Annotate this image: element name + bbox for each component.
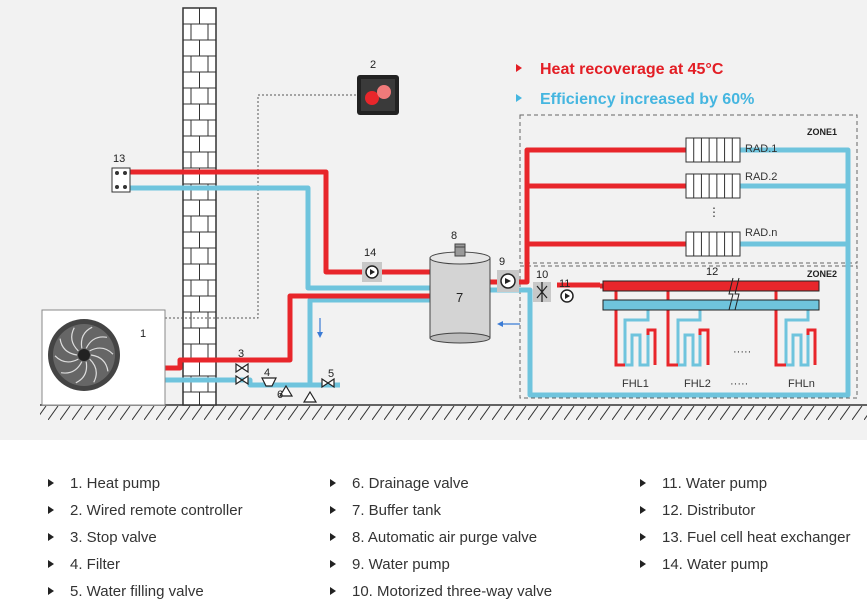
label-12: 12 <box>706 266 718 278</box>
fuel-cell-heat-exchanger <box>111 167 131 193</box>
label-14: 14 <box>364 247 376 259</box>
legend-item: 12. Distributor <box>640 497 755 524</box>
legend-item: 5. Water filling valve <box>48 578 204 605</box>
radiator-1 <box>685 137 741 163</box>
flow-arrows <box>317 318 520 338</box>
label-8: 8 <box>451 230 457 242</box>
label-3: 3 <box>238 348 244 360</box>
headline-heat-recovery: Heat recoverage at 45°C <box>540 61 724 78</box>
zone2-box <box>519 265 858 399</box>
buffer-tank <box>429 243 491 344</box>
valves <box>235 362 335 403</box>
label-7: 7 <box>456 290 463 305</box>
headline-bullet-blue <box>516 94 522 102</box>
label-13: 13 <box>113 153 125 165</box>
heat-pump <box>41 309 166 406</box>
bullet-icon <box>330 533 336 542</box>
legend-item: 10. Motorized three-way valve <box>330 578 552 605</box>
radiator-n <box>685 231 741 257</box>
bullet-icon <box>48 479 54 488</box>
legend-item: 14. Water pump <box>640 551 768 578</box>
legend-item: 11. Water pump <box>640 470 767 497</box>
water-pump-9 <box>497 270 519 292</box>
bullet-icon <box>330 587 336 596</box>
headline-bullet-red <box>516 64 522 72</box>
water-pump-14 <box>362 262 382 282</box>
legend-item: 9. Water pump <box>330 551 450 578</box>
fhl-dots-top: ····· <box>733 346 751 358</box>
floor-loop-feeds <box>614 290 817 367</box>
floor-loops <box>623 305 810 367</box>
headline-efficiency: Efficiency increased by 60% <box>540 91 754 108</box>
zone1-box <box>519 114 858 264</box>
legend-item: 2. Wired remote controller <box>48 497 243 524</box>
controller-wire <box>165 94 357 319</box>
fhl1-label: FHL1 <box>622 378 649 390</box>
legend-item: 1. Heat pump <box>48 470 160 497</box>
label-4: 4 <box>264 367 270 379</box>
rad-vdots: ⋮ <box>708 205 720 219</box>
bullet-icon <box>48 506 54 515</box>
legend-item: 8. Automatic air purge valve <box>330 524 537 551</box>
fhl-dots: ····· <box>730 378 748 390</box>
bullet-icon <box>330 479 336 488</box>
zone1-label: ZONE1 <box>807 127 837 137</box>
legend-item: 3. Stop valve <box>48 524 157 551</box>
brick-wall <box>182 7 217 406</box>
label-10: 10 <box>536 269 548 281</box>
distributor-break <box>728 277 740 311</box>
heating-system-diagram: ZONE1 ZONE2 <box>0 0 867 440</box>
distributor-cold-bar <box>602 299 820 311</box>
label-6: 6 <box>277 389 283 401</box>
label-1: 1 <box>140 328 146 340</box>
legend-item: 4. Filter <box>48 551 120 578</box>
radn-label: RAD.n <box>745 227 777 239</box>
label-5: 5 <box>328 368 334 380</box>
bullet-icon <box>48 560 54 569</box>
rad1-label: RAD.1 <box>745 143 777 155</box>
water-pump-11 <box>560 289 574 303</box>
bullet-icon <box>48 533 54 542</box>
bullet-icon <box>640 533 646 542</box>
bullet-icon <box>640 479 646 488</box>
label-11: 11 <box>559 278 570 290</box>
bullet-icon <box>330 506 336 515</box>
legend-item: 13. Fuel cell heat exchanger <box>640 524 850 551</box>
rad2-label: RAD.2 <box>745 171 777 183</box>
label-9: 9 <box>499 256 505 268</box>
label-2: 2 <box>370 59 376 71</box>
bullet-icon <box>48 587 54 596</box>
legend-item: 7. Buffer tank <box>330 497 441 524</box>
bullet-icon <box>330 560 336 569</box>
fhl2-label: FHL2 <box>684 378 711 390</box>
zone2-label: ZONE2 <box>807 269 837 279</box>
three-way-valve <box>533 282 551 302</box>
radiator-2 <box>685 173 741 199</box>
legend-item: 6. Drainage valve <box>330 470 469 497</box>
ground <box>40 404 867 420</box>
bullet-icon <box>640 560 646 569</box>
radiators <box>685 137 741 257</box>
distributor-hot-bar <box>602 280 820 292</box>
wired-remote-controller <box>357 75 399 115</box>
bullet-icon <box>640 506 646 515</box>
fhln-label: FHLn <box>788 378 815 390</box>
